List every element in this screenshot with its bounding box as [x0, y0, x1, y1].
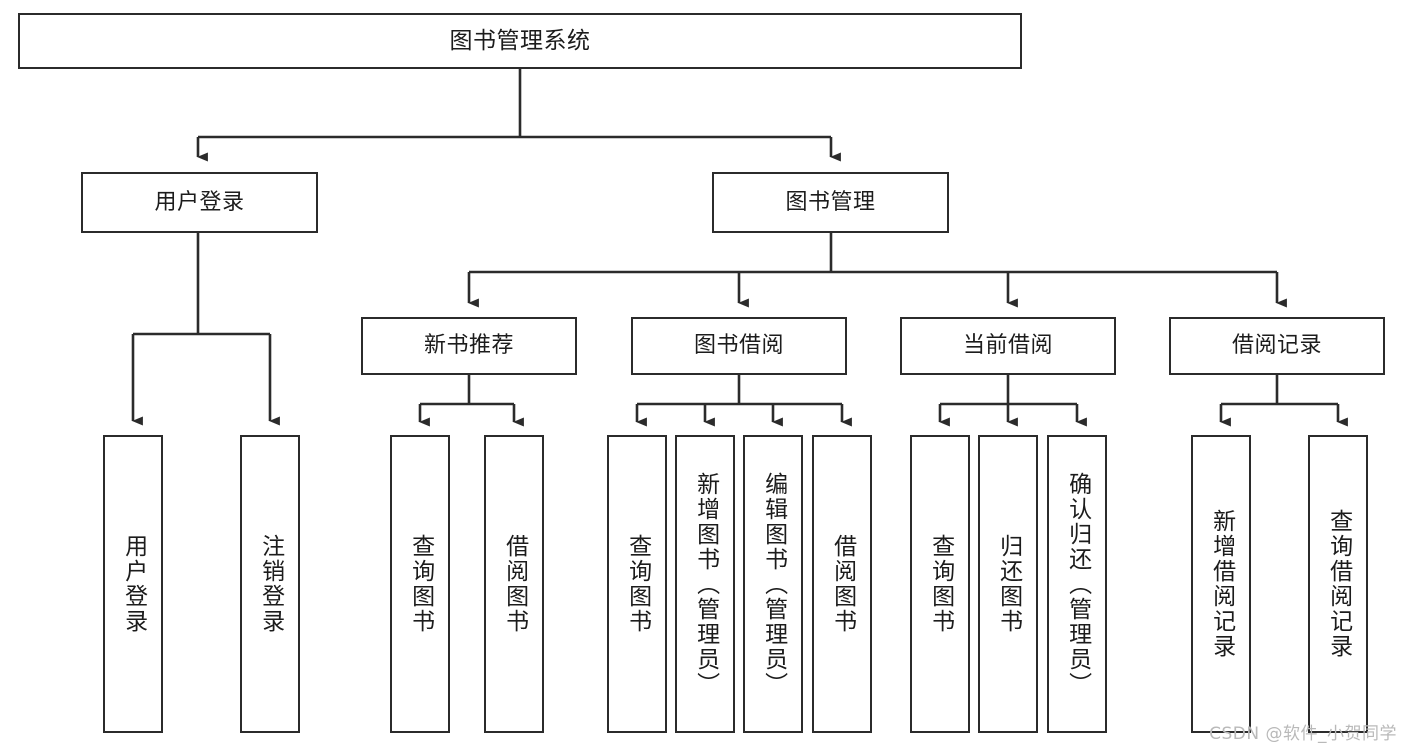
node-label: 查询图书: [927, 534, 954, 634]
node-label: 查询图书: [407, 534, 434, 634]
node-label: 用户登录: [120, 534, 147, 634]
node-label: 当前借阅: [962, 333, 1053, 359]
node-label: 编辑图书（管理员）: [760, 471, 787, 697]
leaf-add-book-admin[interactable]: 新增图书（管理员）: [675, 435, 735, 733]
node-root-system[interactable]: 图书管理系统: [18, 13, 1022, 69]
leaf-borrow-book-bb[interactable]: 借阅图书: [812, 435, 872, 733]
leaf-query-book-cb[interactable]: 查询图书: [910, 435, 970, 733]
node-label: 借阅图书: [829, 534, 856, 634]
node-label: 注销登录: [257, 534, 284, 634]
node-label: 归还图书: [995, 534, 1022, 634]
node-label: 查询借阅记录: [1325, 509, 1352, 659]
node-label: 新书推荐: [423, 333, 514, 359]
leaf-edit-book-admin[interactable]: 编辑图书（管理员）: [743, 435, 803, 733]
node-label: 新增借阅记录: [1208, 509, 1235, 659]
node-label: 图书管理系统: [449, 27, 591, 54]
node-borrow-record[interactable]: 借阅记录: [1169, 317, 1385, 375]
leaf-user-login[interactable]: 用户登录: [103, 435, 163, 733]
leaf-query-borrow-record[interactable]: 查询借阅记录: [1308, 435, 1368, 733]
node-label: 用户登录: [154, 189, 245, 215]
node-label: 查询图书: [624, 534, 651, 634]
node-label: 确认归还（管理员）: [1064, 471, 1091, 697]
csdn-watermark: CSDN @软件_小贺同学: [1209, 724, 1397, 744]
node-user-login[interactable]: 用户登录: [81, 172, 318, 233]
leaf-query-book-nbr[interactable]: 查询图书: [390, 435, 450, 733]
node-label: 图书管理: [785, 189, 876, 215]
node-current-borrow[interactable]: 当前借阅: [900, 317, 1116, 375]
node-label: 新增图书（管理员）: [692, 471, 719, 697]
leaf-query-book-bb[interactable]: 查询图书: [607, 435, 667, 733]
node-label: 图书借阅: [693, 333, 784, 359]
node-book-management[interactable]: 图书管理: [712, 172, 949, 233]
node-new-book-recommend[interactable]: 新书推荐: [361, 317, 577, 375]
leaf-borrow-book-nbr[interactable]: 借阅图书: [484, 435, 544, 733]
leaf-add-borrow-record[interactable]: 新增借阅记录: [1191, 435, 1251, 733]
node-label: 借阅记录: [1231, 333, 1322, 359]
node-label: 借阅图书: [501, 534, 528, 634]
leaf-confirm-return-admin[interactable]: 确认归还（管理员）: [1047, 435, 1107, 733]
node-book-borrow[interactable]: 图书借阅: [631, 317, 847, 375]
leaf-logout[interactable]: 注销登录: [240, 435, 300, 733]
leaf-return-book[interactable]: 归还图书: [978, 435, 1038, 733]
